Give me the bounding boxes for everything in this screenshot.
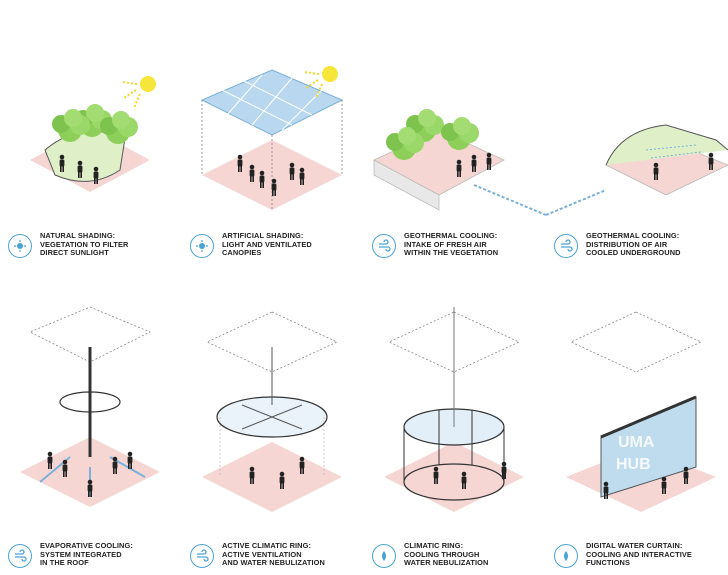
- caption-line: CLIMATIC RING:: [404, 541, 464, 550]
- caption-line: COOLING AND INTERACTIVE: [586, 549, 692, 559]
- caption-line: WITHIN THE VEGETATION: [404, 248, 499, 258]
- caption-line: ACTIVE VENTILATION: [222, 549, 302, 559]
- caption-line: INTAKE OF FRESH AIR: [404, 239, 487, 249]
- caption-digital-water-curtain: DIGITAL WATER CURTAIN: COOLING AND INTER…: [554, 541, 728, 568]
- caption-line: SYSTEM INTEGRATED: [40, 549, 122, 559]
- caption-line: EVAPORATIVE COOLING:: [40, 541, 133, 550]
- curtain-text: HUB: [616, 456, 651, 473]
- water-drop-icon: [372, 544, 396, 568]
- caption-line: DIRECT SUNLIGHT: [40, 248, 109, 258]
- caption-line: FUNCTIONS: [586, 558, 631, 568]
- caption-line: DISTRIBUTION OF AIR: [586, 239, 668, 249]
- caption-line: GEOTHERMAL COOLING:: [586, 231, 680, 240]
- caption-line: GEOTHERMAL COOLING:: [404, 231, 498, 240]
- caption-line: NATURAL SHADING:: [40, 231, 116, 240]
- panel-digital-water-curtain: UMA HUB DIGITAL WATER CURTAIN: COOLING A…: [546, 287, 728, 574]
- panel-geothermal-distribution: GEOTHERMAL COOLING: DISTRIBUTION OF AIR …: [546, 0, 728, 287]
- caption-line: AND WATER NEBULIZATION: [222, 558, 325, 568]
- caption-line: WATER NEBULIZATION: [404, 558, 489, 568]
- wind-icon: [372, 234, 396, 258]
- caption-artificial-shading: ARTIFICIAL SHADING: LIGHT AND VENTILATED…: [190, 231, 364, 258]
- sun-icon: [121, 75, 157, 109]
- panel-natural-shading: NATURAL SHADING: VEGETATION TO FILTER DI…: [0, 0, 182, 287]
- panel-climatic-ring: CLIMATIC RING: COOLING THROUGH WATER NEB…: [364, 287, 546, 574]
- water-drop-icon: [554, 544, 578, 568]
- caption-active-climatic-ring: ACTIVE CLIMATIC RING: ACTIVE VENTILATION…: [190, 541, 364, 568]
- caption-line: DIGITAL WATER CURTAIN:: [586, 541, 683, 550]
- caption-evaporative-cooling: EVAPORATIVE COOLING: SYSTEM INTEGRATED I…: [8, 541, 182, 568]
- sun-shade-icon: [190, 234, 214, 258]
- panel-artificial-shading: ARTIFICIAL SHADING: LIGHT AND VENTILATED…: [182, 0, 364, 287]
- geothermal-intake-illustration: [373, 109, 546, 216]
- active-climatic-ring-illustration: [202, 311, 342, 512]
- natural-shading-illustration: [30, 75, 157, 192]
- caption-line: COOLING THROUGH: [404, 549, 480, 559]
- caption-line: ARTIFICIAL SHADING:: [222, 231, 304, 240]
- geothermal-distribution-illustration: [546, 124, 728, 216]
- sun-shade-icon: [8, 234, 32, 258]
- artificial-shading-illustration: [200, 65, 344, 210]
- caption-natural-shading: NATURAL SHADING: VEGETATION TO FILTER DI…: [8, 231, 182, 258]
- wind-icon: [554, 234, 578, 258]
- evaporative-cooling-illustration: [20, 306, 160, 507]
- caption-geothermal-distribution: GEOTHERMAL COOLING: DISTRIBUTION OF AIR …: [554, 231, 728, 258]
- caption-line: IN THE ROOF: [40, 558, 89, 568]
- caption-line: LIGHT AND VENTILATED: [222, 239, 312, 249]
- caption-geothermal-intake: GEOTHERMAL COOLING: INTAKE OF FRESH AIR …: [372, 231, 546, 258]
- wind-icon: [8, 544, 32, 568]
- caption-line: ACTIVE CLIMATIC RING:: [222, 541, 312, 550]
- climatic-ring-illustration: [384, 307, 524, 512]
- wind-icon: [190, 544, 214, 568]
- panel-active-climatic-ring: ACTIVE CLIMATIC RING: ACTIVE VENTILATION…: [182, 287, 364, 574]
- panel-geothermal-intake: GEOTHERMAL COOLING: INTAKE OF FRESH AIR …: [364, 0, 546, 287]
- digital-water-curtain-illustration: UMA HUB: [566, 311, 716, 512]
- caption-line: COOLED UNDERGROUND: [586, 248, 681, 258]
- curtain-text: UMA: [618, 434, 655, 451]
- caption-climatic-ring: CLIMATIC RING: COOLING THROUGH WATER NEB…: [372, 541, 546, 568]
- caption-line: CANOPIES: [222, 248, 262, 258]
- caption-line: VEGETATION TO FILTER: [40, 239, 129, 249]
- panel-evaporative-cooling: EVAPORATIVE COOLING: SYSTEM INTEGRATED I…: [0, 287, 182, 574]
